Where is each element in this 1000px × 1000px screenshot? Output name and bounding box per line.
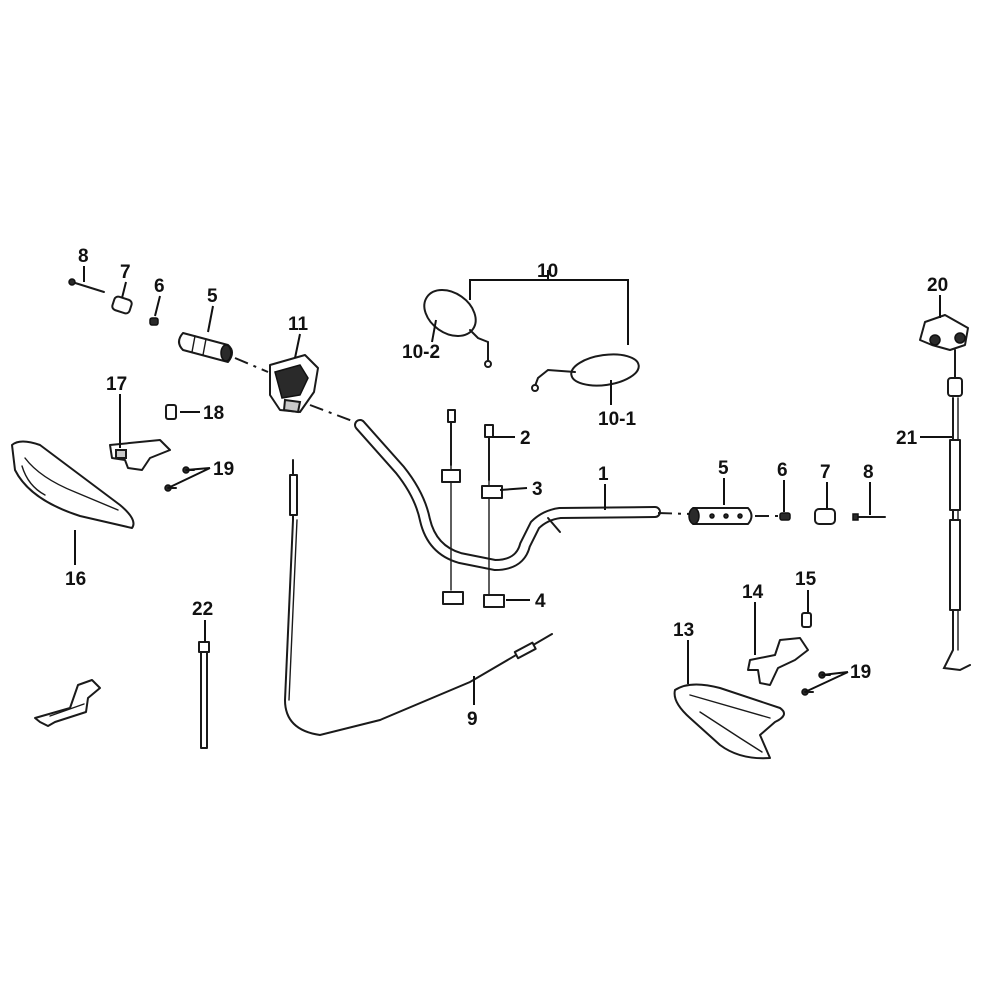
label-9: 9 (467, 709, 478, 730)
throttle-grip-right (688, 507, 753, 525)
label-17: 17 (106, 374, 127, 395)
collar-left (149, 317, 159, 326)
label-13: 13 (673, 620, 694, 641)
label-4: 4 (535, 591, 546, 612)
handlebar-cover-right (673, 683, 785, 760)
label-19-right: 19 (850, 662, 871, 683)
label-3: 3 (532, 479, 543, 500)
bracket-right (747, 637, 809, 686)
label-22: 22 (192, 599, 213, 620)
label-21: 21 (896, 428, 918, 449)
label-2: 2 (520, 428, 531, 449)
bar-end-screw-right (852, 513, 886, 521)
label-16: 16 (65, 569, 86, 590)
grip-left (178, 332, 233, 363)
handlebar-bolt-right (484, 424, 494, 481)
label-7-left: 7 (120, 262, 131, 283)
label-6-left: 6 (154, 276, 165, 297)
label-18: 18 (203, 403, 224, 424)
brake-lever-holder (919, 314, 969, 351)
cable-tie (198, 641, 210, 749)
mirror-left (423, 289, 492, 368)
mirror-right (531, 353, 640, 392)
brake-cable (942, 349, 971, 672)
label-14: 14 (742, 582, 764, 603)
label-7-right: 7 (820, 462, 831, 483)
handlebar-bolt-left (447, 409, 456, 466)
bar-end-weight-right (814, 508, 836, 525)
bracket-left (109, 439, 171, 471)
label-19-left: 19 (213, 459, 234, 480)
lower-holder (442, 591, 505, 608)
label-11: 11 (288, 314, 309, 335)
clip-left (165, 404, 177, 420)
throttle-cable (283, 459, 553, 737)
bar-end-weight-left (111, 295, 133, 315)
label-1: 1 (598, 464, 609, 485)
clip-right (801, 612, 812, 628)
label-10: 10 (537, 261, 558, 282)
upper-holder (441, 469, 503, 499)
label-10-1: 10-1 (598, 409, 636, 430)
label-6-right: 6 (777, 460, 788, 481)
leader-lines (74, 266, 952, 705)
label-5-left: 5 (207, 286, 218, 307)
collar-right (779, 512, 791, 521)
bar-end-screw-left (68, 278, 105, 293)
handlebar-switch-left (269, 354, 319, 414)
label-8-right: 8 (863, 462, 874, 483)
handlebar-cover-left (11, 440, 135, 529)
label-10-2: 10-2 (402, 342, 440, 363)
handlebar (309, 404, 691, 572)
label-20: 20 (927, 275, 948, 296)
label-5-right: 5 (718, 458, 729, 479)
label-8-left: 8 (78, 246, 89, 267)
label-15: 15 (795, 569, 817, 590)
front-direction-arrow-icon (34, 679, 101, 727)
